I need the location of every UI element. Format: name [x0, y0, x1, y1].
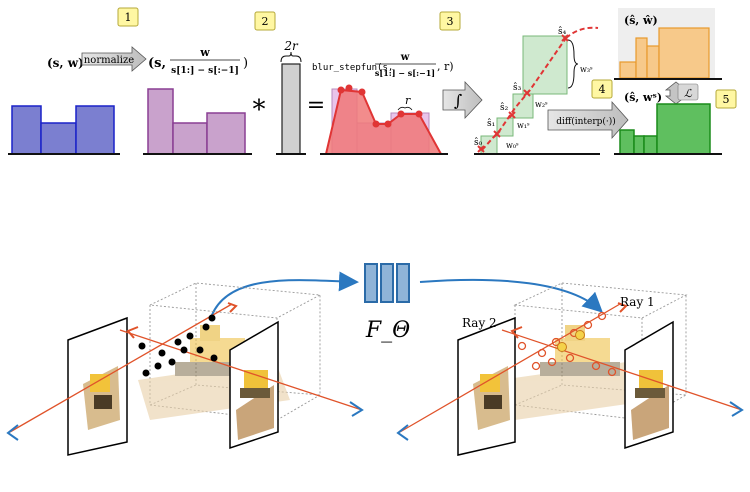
step-badge-2: 2 — [254, 11, 276, 31]
network-label: F_Θ — [365, 318, 410, 343]
diff-interp-arrow: diff(interp(·)) — [547, 100, 629, 140]
step-badge-5: 5 — [715, 89, 737, 109]
left-ray-b-arrow-icon — [227, 302, 238, 313]
input-to-network-arrow — [211, 271, 359, 316]
blur-stepfun-suffix: , r) — [437, 60, 454, 73]
ray-2-arrow-icon — [510, 326, 523, 339]
w-1: w₁ˢ — [517, 121, 530, 130]
ray-2-tip-icon — [729, 401, 744, 417]
left-ray-b-tip-icon — [349, 401, 364, 417]
right-sample-points — [517, 311, 617, 377]
integral-symbol: ∫ — [454, 91, 462, 110]
ray-1-label: Ray 1 — [620, 295, 655, 309]
cdf-sample-markers — [477, 34, 569, 153]
s-hat-0: ŝ₀ — [474, 137, 483, 148]
svg-text:5: 5 — [723, 93, 730, 106]
svg-text:2: 2 — [262, 15, 269, 28]
left-ray-b — [119, 329, 363, 411]
w-3: w₃ˢ — [580, 65, 593, 74]
w-2: w₂ˢ — [535, 100, 548, 109]
fraction-denominator: s[1:] − s[:−1] — [171, 66, 239, 76]
ray-2-line — [501, 329, 743, 411]
convolve-symbol: * — [253, 95, 266, 125]
s-hat-labels: ŝ₀ ŝ₁ ŝ₂ ŝ₃ ŝ₄ — [474, 26, 567, 148]
svg-text:1: 1 — [125, 11, 132, 24]
left-ray-a-tip-icon — [6, 424, 19, 441]
histogram-normalized — [143, 88, 252, 155]
network-block: F_Θ — [364, 263, 410, 343]
box-kernel: 2r — [276, 39, 306, 155]
w-labels: w₀ˢ w₁ˢ w₂ˢ w₃ˢ — [506, 65, 593, 150]
normalize-arrow: normalize — [81, 46, 147, 72]
left-ray-a — [9, 303, 233, 433]
histogram-blurred: r — [320, 84, 448, 155]
right-image-content — [236, 370, 274, 440]
right-highlight-points — [557, 330, 585, 352]
right-left-image-content — [473, 366, 510, 430]
close-paren: ) — [243, 56, 248, 71]
s-hat-1: ŝ₁ — [487, 118, 495, 129]
ray-1-tip-icon — [396, 424, 409, 441]
resampled-histogram: (ŝ, wˢ) — [614, 91, 722, 155]
ray-1-arrow-icon — [617, 302, 628, 313]
histogram-input — [8, 105, 120, 155]
kernel-width-label: 2r — [283, 39, 299, 53]
input-pair-label: (s, w) — [47, 56, 84, 70]
ray-2-label: Ray 2 — [462, 316, 497, 330]
normalized-prefix: (s, — [148, 56, 166, 71]
diff-interp-label: diff(interp(·)) — [556, 116, 616, 127]
network-to-output-arrow — [419, 278, 603, 313]
blur-stepfun-prefix: blur_stepfun(s, — [312, 63, 393, 73]
loss-connector: ℒ — [664, 81, 699, 105]
s-hat-4: ŝ₄ — [558, 26, 567, 37]
left-image-content — [83, 366, 120, 430]
blur-fraction-denominator: s[1:] − s[:−1] — [375, 68, 435, 78]
blur-fraction-numerator: w — [400, 52, 410, 63]
s-hat-2: ŝ₂ — [500, 102, 509, 113]
normalize-label: normalize — [84, 55, 134, 66]
ray-1-line — [399, 303, 621, 433]
target-pair-label: (ŝ, ŵ) — [624, 14, 658, 27]
cdf-staircase: ŝ₀ ŝ₁ ŝ₂ ŝ₃ ŝ₄ w₀ˢ w₁ˢ w₂ˢ w₃ˢ — [474, 26, 600, 155]
step-badge-3: 3 — [439, 11, 461, 31]
integral-arrow: ∫ — [442, 80, 483, 120]
resampled-pair-label: (ŝ, wˢ) — [624, 91, 662, 104]
left-ray-a-arrow-icon — [126, 326, 139, 339]
right-scene: Ray 1 Ray 2 — [396, 282, 744, 456]
target-histogram: (ŝ, ŵ) — [614, 8, 722, 80]
loss-symbol: ℒ — [684, 87, 693, 100]
left-scene — [6, 282, 364, 456]
blur-radius-label: r — [405, 94, 411, 107]
step-badge-4: 4 — [591, 79, 613, 99]
svg-text:4: 4 — [599, 83, 606, 96]
knot-points — [337, 84, 423, 128]
svg-text:3: 3 — [447, 15, 454, 28]
w-0: w₀ˢ — [506, 141, 519, 150]
fraction-numerator: w — [199, 46, 210, 59]
left-sample-points — [138, 314, 218, 377]
s-hat-3: ŝ₃ — [513, 82, 522, 93]
equals-symbol: = — [307, 93, 325, 118]
step-badge-1: 1 — [117, 7, 139, 27]
